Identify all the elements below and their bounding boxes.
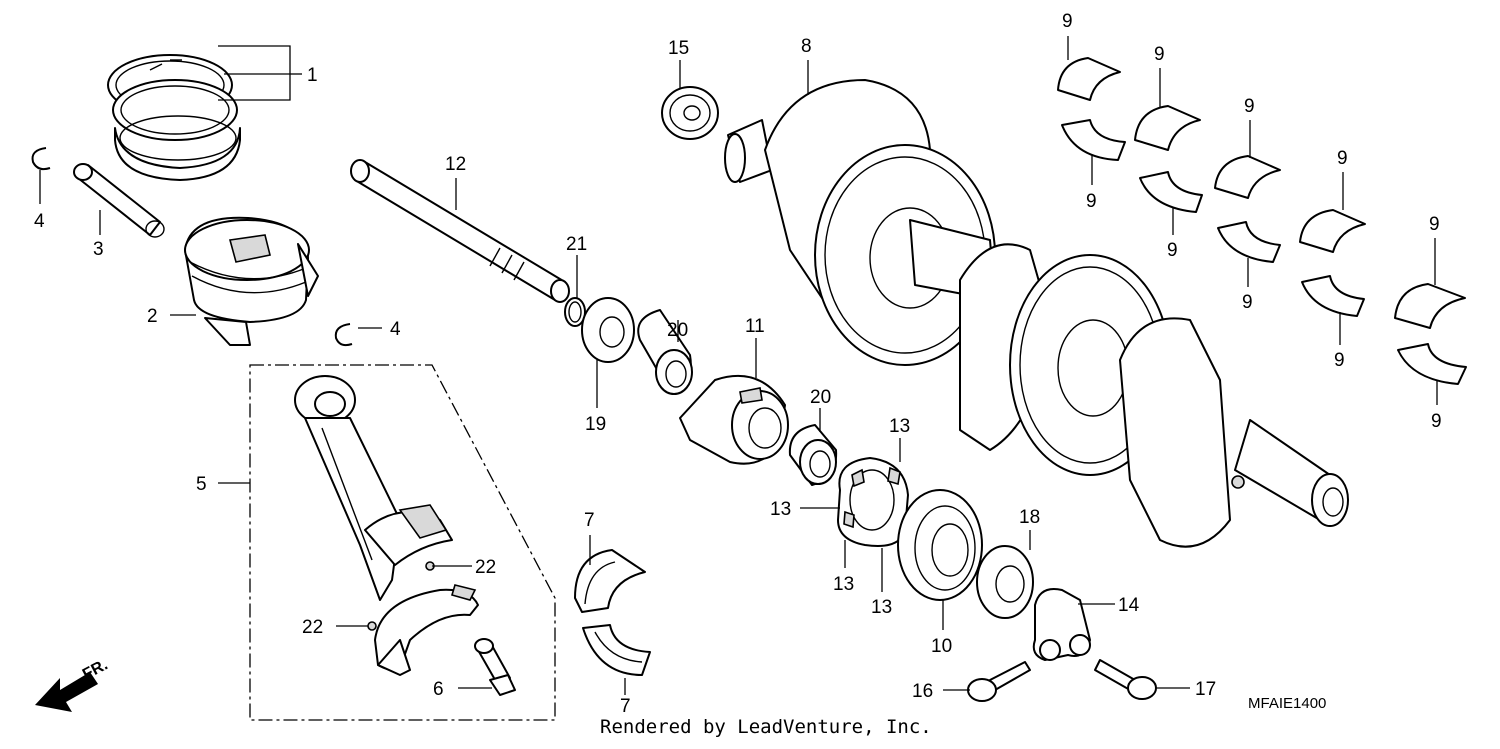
connecting-rod[interactable] <box>294 375 453 601</box>
pulser-rotor-ring[interactable] <box>837 457 909 547</box>
main-bearing-set-5[interactable] <box>1394 283 1467 385</box>
callout-13d: 13 <box>871 597 892 618</box>
piston-pin[interactable] <box>73 163 165 238</box>
main-bearing-set-3[interactable] <box>1214 155 1281 263</box>
drive-gear[interactable] <box>897 489 983 601</box>
callout-21: 21 <box>566 234 587 255</box>
spacer-washer[interactable] <box>976 545 1034 619</box>
callout-4a: 4 <box>34 211 45 232</box>
callout-9-lower-3: 9 <box>1242 292 1253 313</box>
snap-ring[interactable] <box>564 297 586 327</box>
callout-5: 5 <box>196 474 207 495</box>
callout-15: 15 <box>668 38 689 59</box>
callout-9-upper-1: 9 <box>1062 11 1073 32</box>
connecting-rod-cap[interactable] <box>374 584 479 676</box>
callout-9-upper-2: 9 <box>1154 44 1165 65</box>
rod-bearing-upper[interactable] <box>574 549 646 613</box>
callout-10: 10 <box>931 636 952 657</box>
callout-9-upper-4: 9 <box>1337 148 1348 169</box>
render-credit: Rendered by LeadVenture, Inc. <box>600 716 932 738</box>
callout-9-upper-5: 9 <box>1429 214 1440 235</box>
callout-13a: 13 <box>889 416 910 437</box>
callout-7b: 7 <box>620 696 631 717</box>
callout-17: 17 <box>1195 679 1216 700</box>
diagram-code: MFAIE1400 <box>1248 695 1327 712</box>
callout-11: 11 <box>745 316 765 337</box>
callout-9-lower-4: 9 <box>1334 350 1345 371</box>
needle-bearing-upper[interactable] <box>637 309 693 395</box>
front-direction-arrow: FR. <box>35 656 111 712</box>
leader-lines <box>39 36 1438 695</box>
callout-20a: 20 <box>667 320 688 341</box>
flange-bolt-right[interactable] <box>1094 659 1157 700</box>
piston-pin-clip-lower[interactable] <box>334 323 353 347</box>
thrust-washer[interactable] <box>581 297 635 363</box>
callout-8: 8 <box>801 36 812 57</box>
callout-12: 12 <box>445 154 466 175</box>
rod-bearing-lower[interactable] <box>582 624 651 676</box>
tensioner-arm[interactable] <box>1032 588 1091 661</box>
callout-18: 18 <box>1019 507 1040 528</box>
callout-9-lower-1: 9 <box>1086 191 1097 212</box>
main-bearing-set-1[interactable] <box>1057 57 1126 161</box>
piston-pin-clip-upper[interactable] <box>31 147 51 171</box>
callout-6: 6 <box>433 679 444 700</box>
piston[interactable] <box>184 216 319 346</box>
small-gear[interactable] <box>661 86 719 140</box>
flange-bolt-left[interactable] <box>967 661 1031 702</box>
shaft[interactable] <box>350 159 570 303</box>
callout-9-lower-2: 9 <box>1167 240 1178 261</box>
callout-2: 2 <box>147 306 158 327</box>
main-bearing-set-4[interactable] <box>1299 209 1366 317</box>
crankshaft[interactable] <box>724 79 1349 548</box>
callout-14: 14 <box>1118 595 1140 616</box>
gear-hub[interactable] <box>679 374 789 465</box>
piston-rings[interactable] <box>107 54 241 181</box>
callout-3: 3 <box>93 239 104 260</box>
callout-16: 16 <box>912 681 933 702</box>
callout-9-lower-5: 9 <box>1431 411 1442 432</box>
needle-bearing-lower[interactable] <box>788 424 838 486</box>
callout-4b: 4 <box>390 319 401 340</box>
callout-22a: 22 <box>475 557 496 578</box>
callout-1: 1 <box>307 65 318 86</box>
callout-13c: 13 <box>833 574 854 595</box>
callout-labels: 1 2 3 4 4 5 6 7 7 8 9 9 9 9 9 9 9 9 9 9 … <box>34 11 1442 717</box>
callout-7a: 7 <box>584 510 595 531</box>
callout-9-upper-3: 9 <box>1244 96 1255 117</box>
callout-13b: 13 <box>770 499 791 520</box>
main-bearing-set-2[interactable] <box>1134 105 1203 213</box>
connecting-rod-assembly-outline <box>249 364 556 721</box>
connecting-rod-bolt[interactable] <box>474 638 516 696</box>
callout-19: 19 <box>585 414 606 435</box>
callout-20b: 20 <box>810 387 831 408</box>
callout-22b: 22 <box>302 617 323 638</box>
dowel-pin-lower[interactable] <box>367 621 377 631</box>
